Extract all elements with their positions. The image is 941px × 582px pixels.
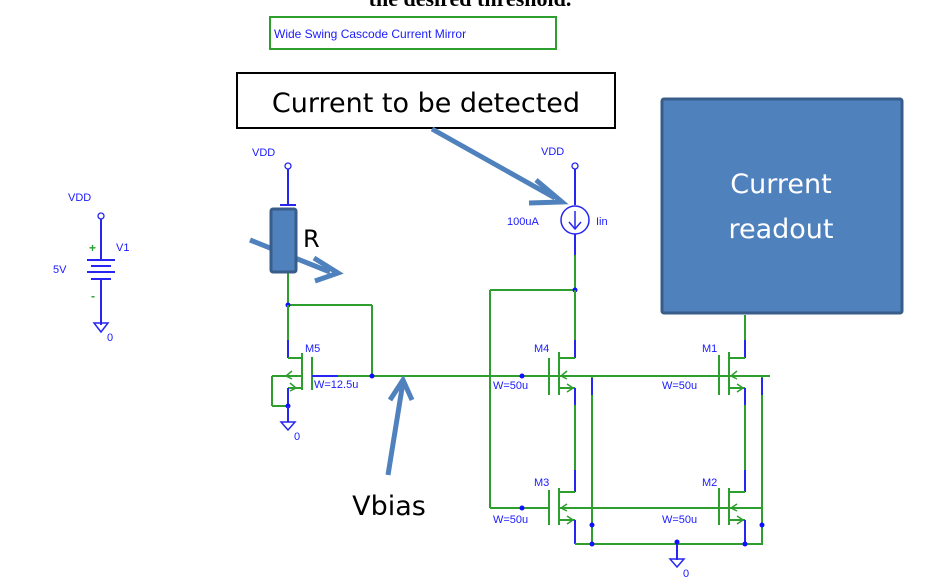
cut-off-title: the desired threshold. [369, 0, 572, 11]
vdd-label: VDD [541, 146, 564, 158]
readout-line1: Current [730, 169, 831, 200]
resistor-label: R [303, 225, 320, 253]
vdd-terminal-icon [284, 162, 292, 170]
ground-icon [92, 322, 110, 334]
bottom-ground-rail: 0 [575, 539, 762, 580]
plus-sign: + [89, 241, 96, 255]
vbias-text: Vbias [352, 491, 426, 522]
m5-width: W=12.5u [314, 379, 358, 391]
m2-name: M2 [702, 477, 717, 489]
ground-label: 0 [107, 332, 113, 344]
v1-value: 5V [53, 264, 67, 276]
vdd-label: VDD [68, 192, 91, 204]
resistor-branch: VDD R [249, 147, 344, 305]
m1-width: W=50u [662, 380, 697, 392]
circuit-title-box: Wide Swing Cascode Current Mirror [269, 16, 557, 50]
vdd-label: VDD [252, 147, 275, 159]
variable-resistor[interactable] [269, 207, 298, 274]
callout-current-to-be-detected: Current to be detected [236, 72, 616, 206]
transistor-m4[interactable]: M4 W=50u [493, 340, 576, 470]
transistor-m2[interactable]: M2 W=50u [662, 470, 762, 544]
minus-sign: - [91, 289, 95, 303]
ground-icon [279, 421, 297, 432]
vbias-arrow-icon [385, 381, 406, 476]
m5-name: M5 [305, 343, 320, 355]
m1-name: M1 [702, 343, 717, 355]
vdd-terminal-icon [97, 212, 105, 220]
down-arrow-icon [568, 221, 582, 231]
current-source-iin[interactable]: VDD 100uA Iin [507, 146, 608, 290]
m4-width: W=50u [493, 380, 528, 392]
m4-name: M4 [534, 343, 549, 355]
circuit-title: Wide Swing Cascode Current Mirror [274, 27, 466, 41]
vdd-terminal-icon [571, 162, 579, 170]
callout-detect-text: Current to be detected [272, 88, 580, 119]
current-readout-block[interactable]: Current readout [660, 97, 904, 315]
ground-label: 0 [683, 568, 689, 580]
m3-name: M3 [534, 477, 549, 489]
mirror-wiring [489, 287, 578, 511]
transistor-m5[interactable]: 0 M5 W=12.5u [271, 302, 373, 444]
ground-icon [668, 558, 686, 569]
iin-value: 100uA [507, 216, 539, 228]
v1-name: V1 [116, 242, 129, 254]
m3-width: W=50u [493, 514, 528, 526]
ground-label: 0 [294, 431, 300, 443]
voltage-source-v1[interactable]: VDD + - V1 5V 0 [53, 192, 129, 344]
readout-line2: readout [728, 214, 833, 245]
m2-width: W=50u [662, 514, 697, 526]
iin-name: Iin [596, 216, 608, 228]
callout-vbias: Vbias [352, 374, 426, 522]
transistor-m1[interactable]: M1 W=50u [662, 315, 762, 470]
callout-arrow-icon [430, 126, 557, 201]
transistor-m3[interactable]: M3 W=50u [493, 470, 760, 544]
